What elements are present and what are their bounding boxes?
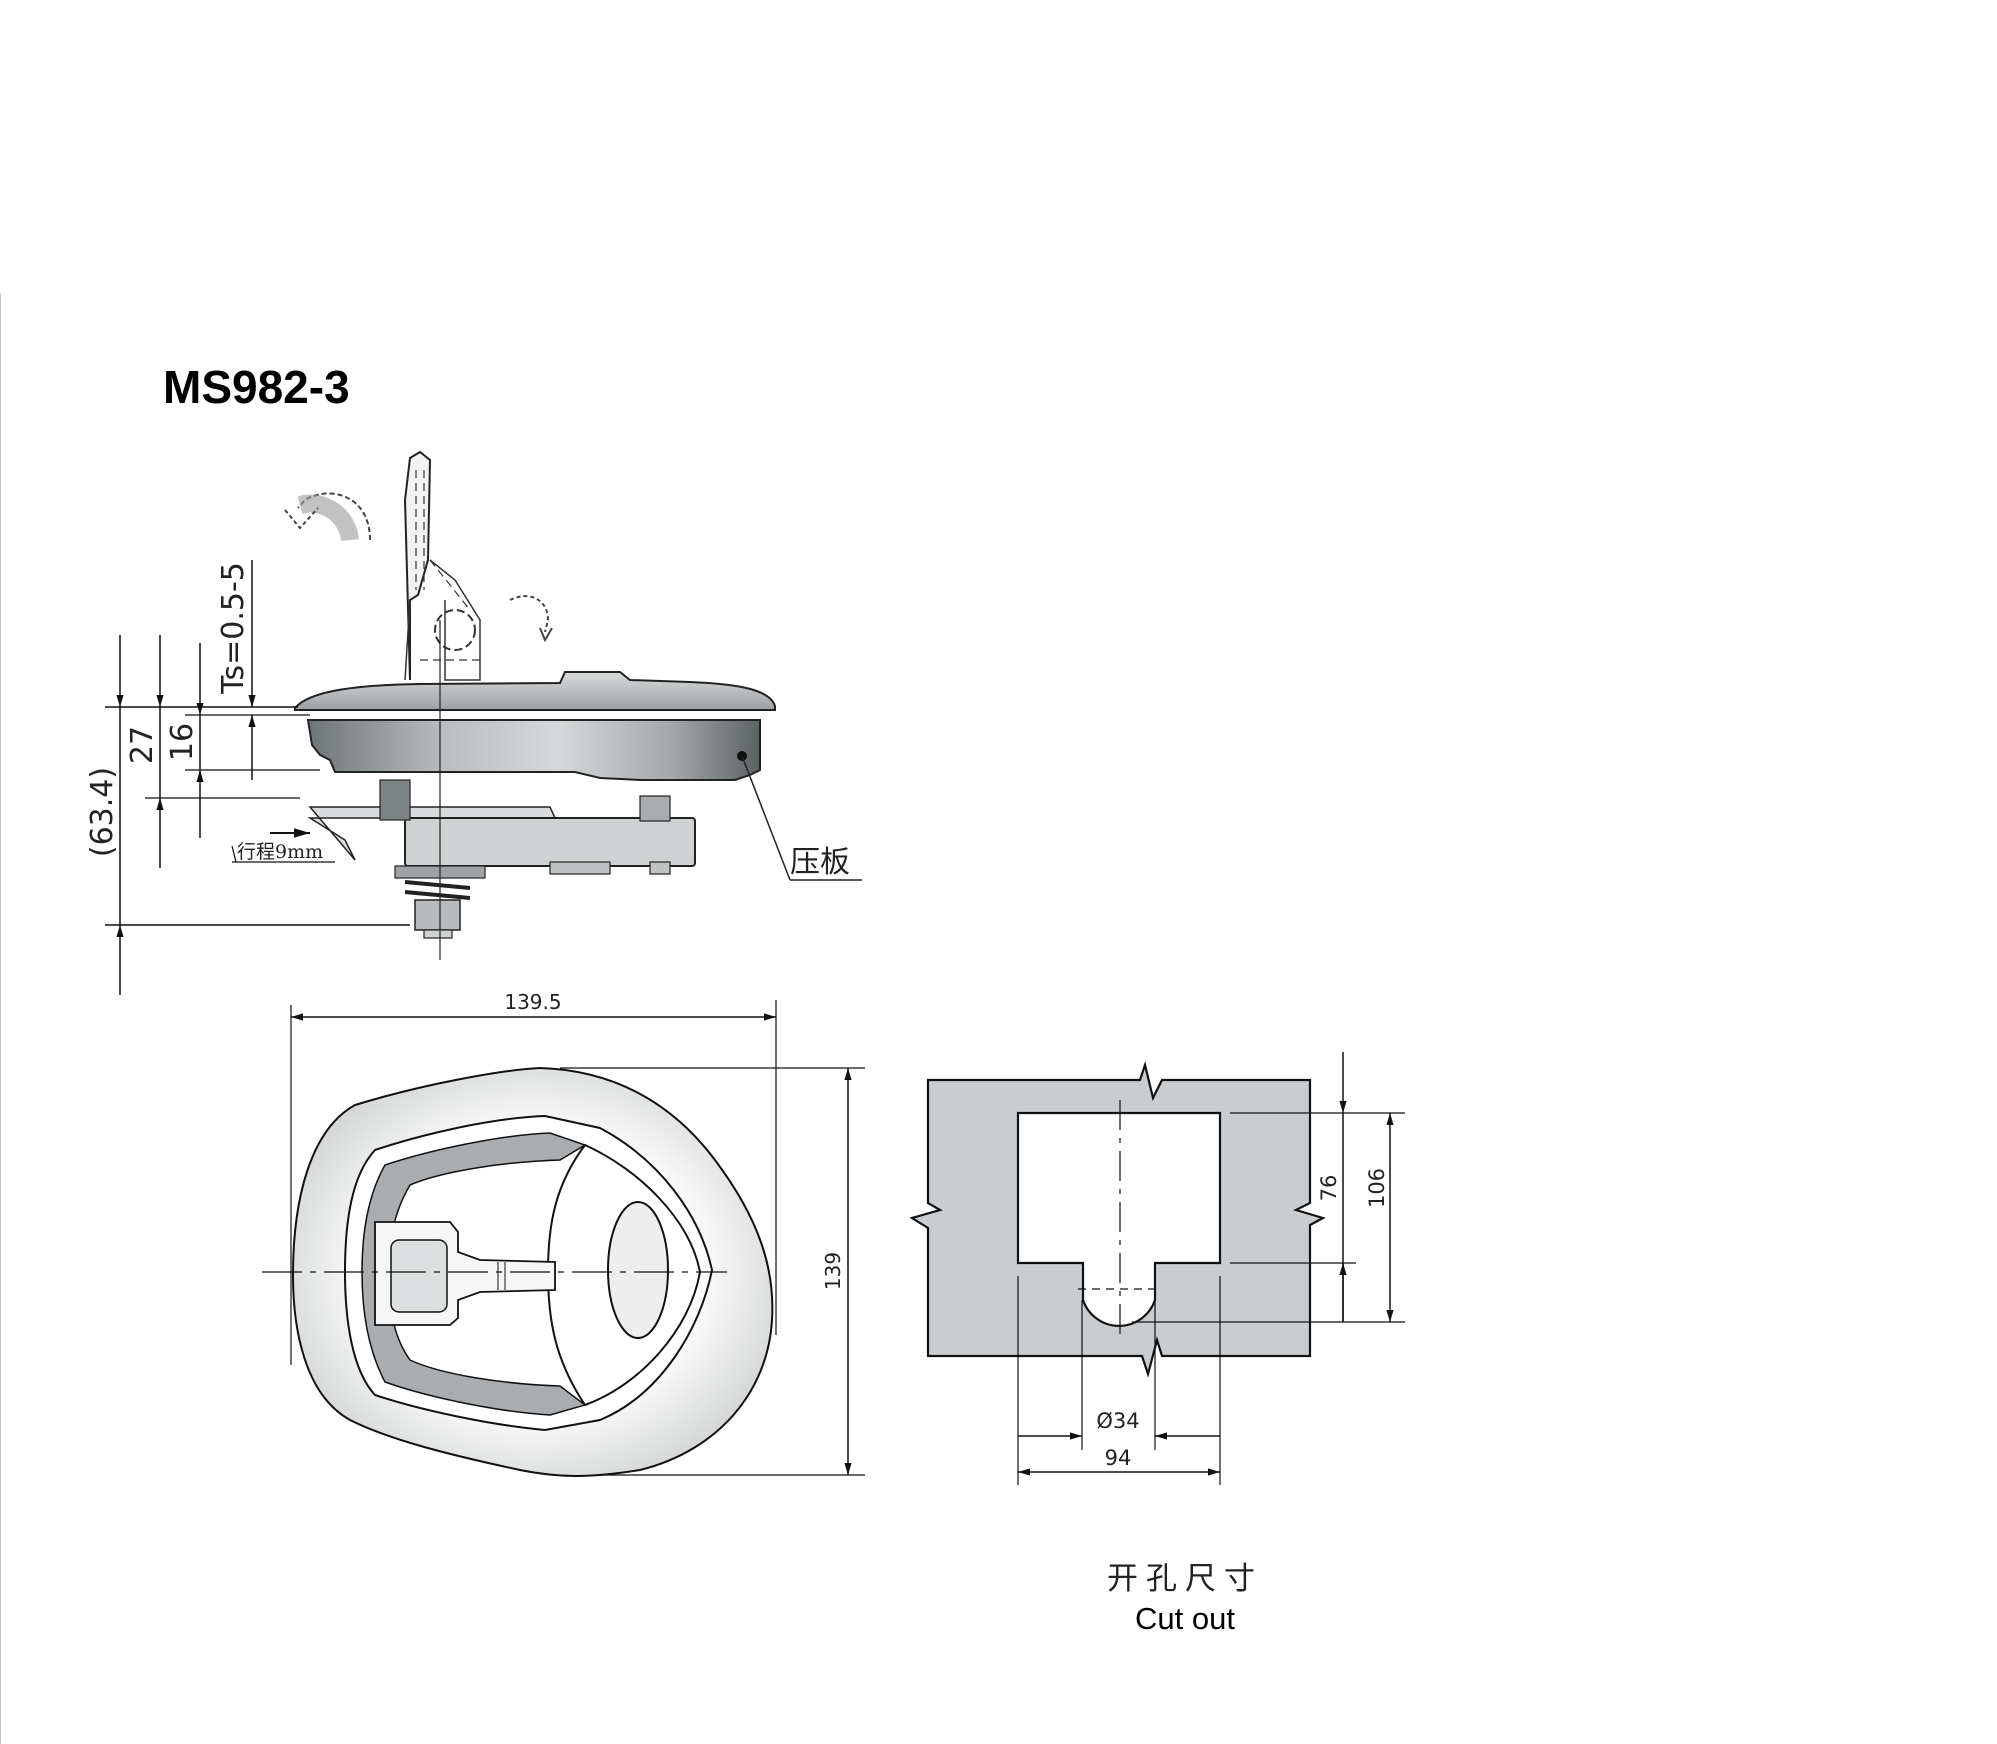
dim-front-height: 139 (821, 1252, 845, 1290)
dim-cutout-diameter: Ø34 (1096, 1409, 1139, 1433)
cutout-view: Ø34 94 76 106 (909, 1052, 1405, 1485)
page-left-border (0, 293, 1, 1744)
front-view: 139.5 139 (262, 990, 865, 1477)
dim-cutout-76: 76 (1317, 1175, 1341, 1202)
side-view: 压板 (63.4) 27 16 Ts=0.5-5 行程9mm (85, 450, 862, 995)
cutout-caption-en: Cut out (1135, 1601, 1235, 1636)
stroke-label: 行程9mm (237, 841, 323, 863)
part-label-pressure-plate: 压板 (790, 845, 850, 880)
dim-cutout-width: 94 (1105, 1446, 1132, 1470)
dim-thickness: Ts=0.5-5 (216, 562, 251, 695)
dim-height-16: 16 (165, 723, 200, 761)
cutout-caption-cn: 开孔尺寸 (1107, 1561, 1263, 1597)
dim-height-27: 27 (125, 726, 160, 764)
model-title: MS982-3 (163, 361, 350, 413)
dim-front-width: 139.5 (504, 990, 561, 1014)
dim-cutout-106: 106 (1365, 1168, 1389, 1208)
dim-overall-height: (63.4) (85, 767, 120, 857)
